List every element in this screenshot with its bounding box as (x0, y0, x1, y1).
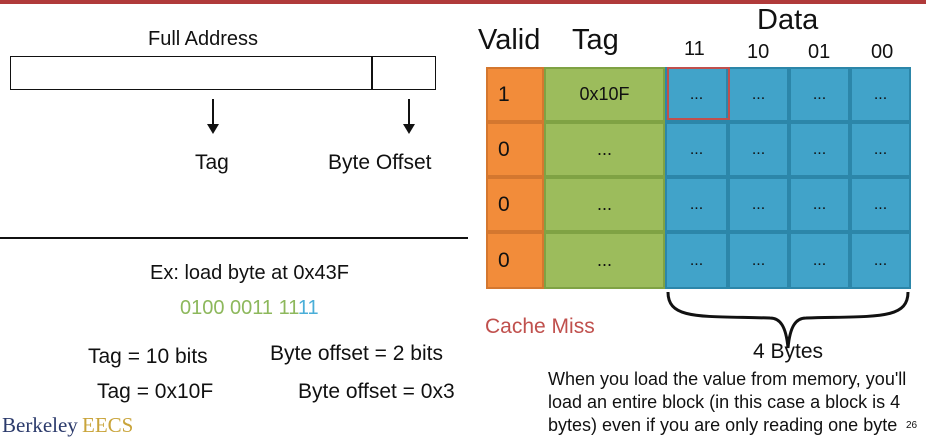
tag-cell: ... (544, 122, 665, 177)
data-cell: ... (789, 122, 850, 177)
tag-cell: ... (544, 232, 665, 289)
data-cell: ... (665, 122, 728, 177)
tag-arrow-icon (207, 99, 219, 134)
valid-cell: 0 (486, 177, 544, 232)
data-cell: ... (850, 67, 911, 122)
explanation-note: When you load the value from memory, you… (548, 368, 918, 437)
data-cell: ... (850, 232, 911, 289)
data-cell: ... (789, 67, 850, 122)
cache-miss-highlight (667, 67, 730, 120)
offset-value: Byte offset = 0x3 (298, 380, 455, 403)
data-cell: ... (789, 232, 850, 289)
offset-bit-count: Byte offset = 2 bits (270, 342, 443, 365)
data-index-00: 00 (871, 41, 894, 63)
header-valid: Valid (478, 24, 541, 56)
data-cell: ... (665, 67, 728, 122)
valid-cell: 0 (486, 232, 544, 289)
header-tag: Tag (572, 24, 619, 56)
block-size-label: 4 Bytes (753, 340, 824, 363)
offset-arrow-icon (403, 99, 415, 134)
data-cell: ... (665, 177, 728, 232)
section-divider (0, 237, 468, 239)
byte-offset-field-label: Byte Offset (328, 151, 432, 174)
tag-cell: ... (544, 177, 665, 232)
binary-address: 0100 0011 1111 (180, 297, 319, 320)
data-cell: ... (728, 177, 789, 232)
berkeley-logo: Berkeley (2, 413, 78, 437)
curly-brace-icon (666, 291, 910, 349)
tag-bit-count: Tag = 10 bits (88, 345, 208, 368)
data-index-01: 01 (808, 41, 831, 63)
full-address-box (10, 56, 436, 90)
data-index-10: 10 (747, 41, 770, 63)
data-cell: ... (728, 67, 789, 122)
top-accent-bar (0, 0, 926, 4)
address-split-line (371, 56, 373, 90)
tag-field-label: Tag (195, 151, 229, 174)
data-cell: ... (728, 232, 789, 289)
valid-cell: 0 (486, 122, 544, 177)
note-text: When you load the value from memory, you… (548, 369, 907, 435)
example-label: Ex: load byte at 0x43F (150, 262, 350, 284)
tag-bits-value: 0100 0011 11 (180, 297, 298, 319)
data-cell: ... (850, 177, 911, 232)
header-data: Data (757, 4, 819, 36)
data-cell: ... (850, 122, 911, 177)
eecs-logo: EECS (82, 413, 134, 437)
tag-value: Tag = 0x10F (97, 380, 214, 403)
cache-miss-label: Cache Miss (485, 315, 595, 338)
slide-number: 26 (906, 420, 918, 431)
data-index-11: 11 (684, 38, 705, 60)
valid-cell: 1 (486, 67, 544, 122)
full-address-label: Full Address (148, 28, 259, 50)
offset-bits-value: 11 (297, 297, 319, 319)
data-cell: ... (789, 177, 850, 232)
data-cell: ... (665, 232, 728, 289)
tag-cell: 0x10F (544, 67, 665, 122)
data-cell: ... (728, 122, 789, 177)
address-arrows (207, 99, 415, 134)
